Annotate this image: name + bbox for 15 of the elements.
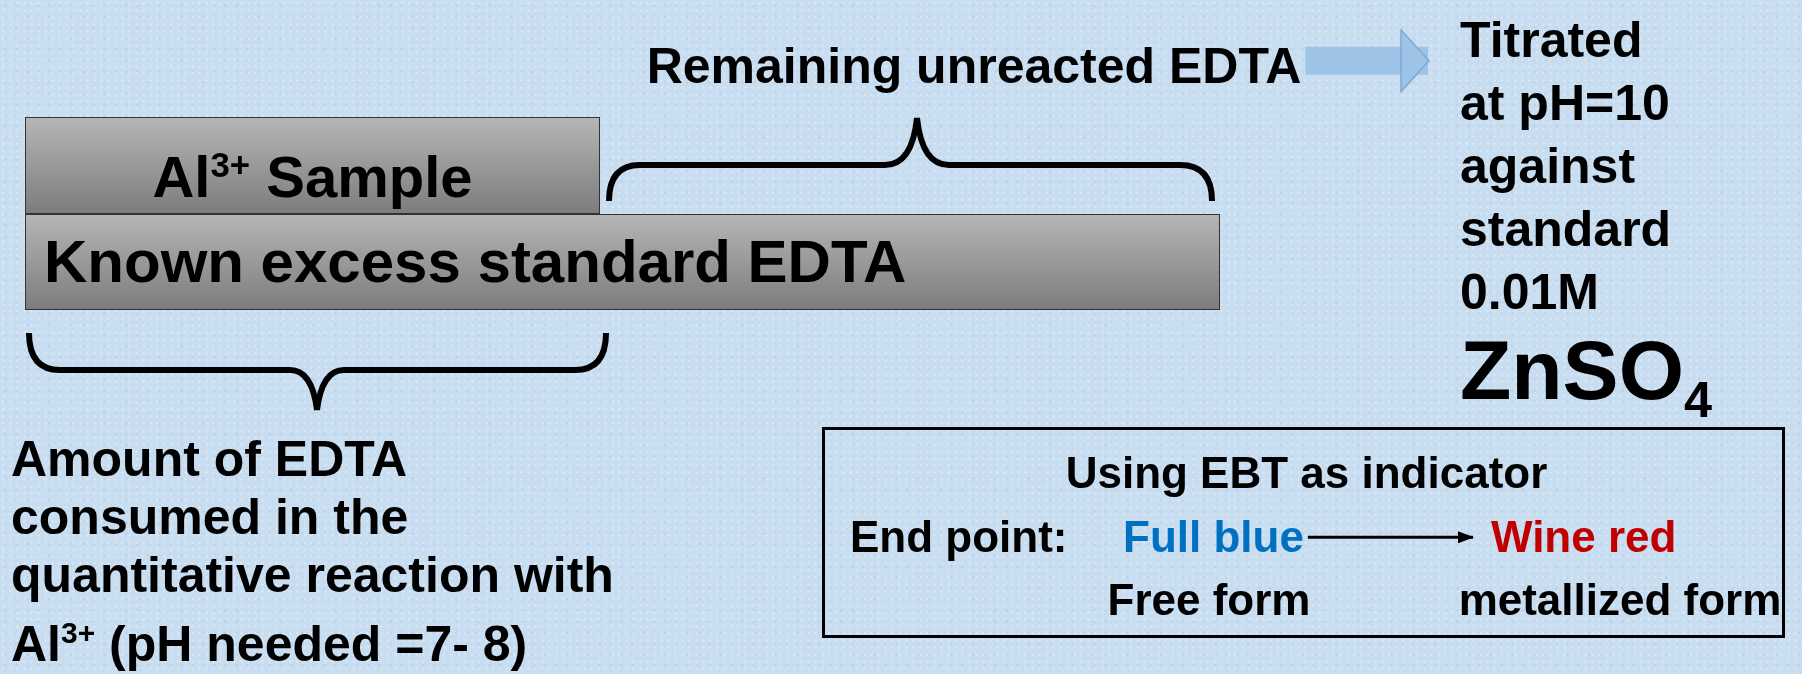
sample-bar: Al$^{3+}$ Sample (25, 117, 600, 214)
formula-text: ZnSO$_{4}$ (1460, 324, 1713, 428)
instruction-text: Titrated at pH=10 against standard 0.01M (1460, 11, 1673, 322)
arrow (1307, 531, 1474, 544)
color-label: Wine red (1491, 512, 1677, 563)
endpoint-label: End point: (850, 512, 1068, 563)
form-label: metallized form (1458, 575, 1782, 626)
note-text: Amount of EDTA consumed in the quantitative reaction with Al$^{3+}$ (pH needed =7- 8) (11, 430, 615, 673)
indicator-panel (822, 427, 1785, 638)
form-label: Free form (1107, 575, 1311, 626)
reagent-bar: Known excess standard EDTA (25, 214, 1220, 310)
block-arrow (1305, 29, 1430, 93)
color-label: Full blue (1123, 512, 1304, 563)
bracket-label: Remaining unreacted EDTA (646, 38, 1302, 96)
indicator-text: Using EBT as indicator (1064, 448, 1549, 499)
